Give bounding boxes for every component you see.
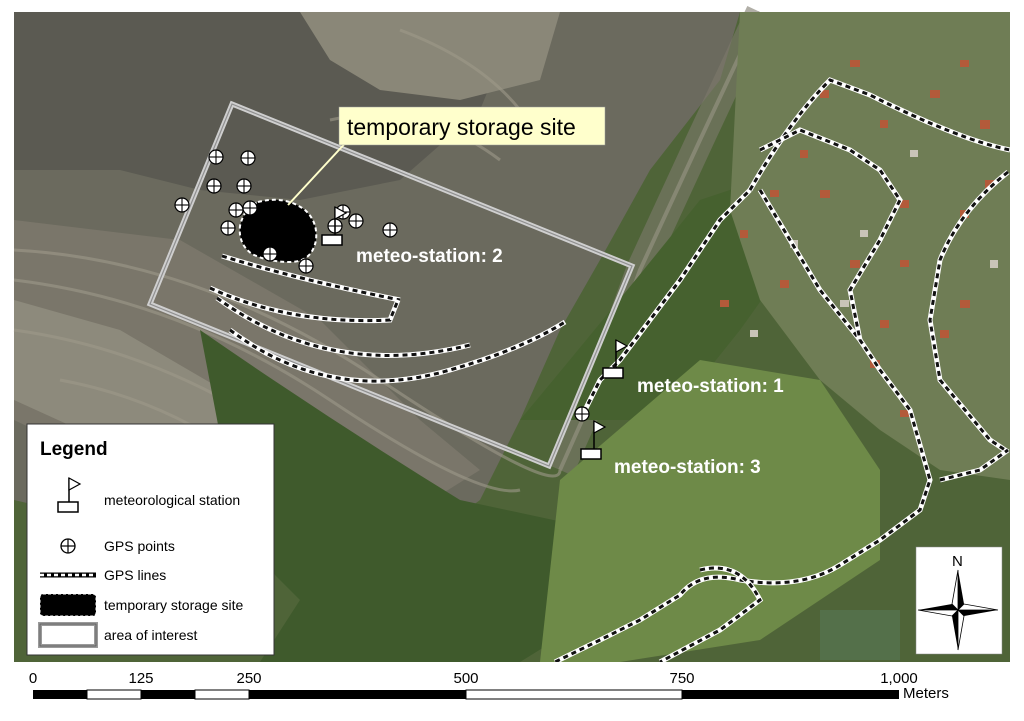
north-arrow: N	[915, 546, 1003, 655]
north-label: N	[952, 553, 963, 570]
scale-tick-label: 750	[669, 670, 694, 687]
temporary-storage-site-polygon	[238, 198, 318, 264]
gps-line-dash	[578, 188, 752, 421]
callout-box	[338, 106, 606, 146]
gps-point-icon	[228, 202, 244, 218]
callout-leader	[287, 137, 351, 206]
compass-rose-icon	[917, 569, 999, 651]
gps-point-icon	[240, 150, 256, 166]
gps-point-icon	[574, 406, 590, 422]
legend-title: Legend	[40, 439, 108, 460]
station-label-1: meteo-station: 1	[637, 376, 784, 397]
scale-seg	[465, 689, 683, 700]
legend-item-label: temporary storage site	[104, 597, 243, 613]
black-polygon-icon	[39, 593, 97, 617]
scale-tick-label: 500	[453, 670, 478, 687]
gps-line-dash	[229, 320, 566, 383]
scale-seg	[33, 690, 87, 699]
gps-line-dash	[209, 286, 400, 323]
station-label-2: meteo-station: 2	[356, 246, 503, 267]
scale-seg	[141, 690, 195, 699]
legend-item-label: meteorological station	[104, 492, 240, 508]
gps-line	[747, 77, 1011, 192]
scale-seg	[682, 690, 899, 699]
scale-tick-label: 125	[128, 670, 153, 687]
gps-point-icon	[220, 220, 236, 236]
scale-seg	[86, 689, 142, 700]
gps-points	[174, 149, 590, 422]
gps-line-dash	[928, 170, 1009, 454]
legend: Legend meteorological station GPS points…	[26, 423, 275, 656]
scale-tick-label: 0	[29, 670, 37, 687]
callout-text: temporary storage site	[347, 114, 576, 140]
gps-point-icon	[206, 178, 222, 194]
double-outline-box-icon	[38, 622, 98, 648]
scale-tick-label: 250	[236, 670, 261, 687]
flag-station-icon	[57, 476, 82, 513]
legend-item-label: area of interest	[104, 627, 197, 643]
gps-point-icon	[236, 178, 252, 194]
gps-line-dash	[939, 448, 1009, 482]
meteo-station-flag-icon	[602, 338, 629, 379]
gps-line-dash	[659, 566, 762, 664]
gps-point-icon	[208, 149, 224, 165]
scale-tick-label: 1,000	[880, 670, 918, 687]
crosshair-circle-icon	[60, 538, 76, 554]
legend-item-label: GPS lines	[104, 567, 166, 583]
station-label-3: meteo-station: 3	[614, 457, 761, 478]
gps-point-icon	[298, 258, 314, 274]
gps-point-icon	[242, 200, 258, 216]
gps-line-dash	[759, 128, 902, 341]
gps-line	[215, 295, 471, 358]
gps-line-dash	[554, 189, 932, 664]
gps-lines	[208, 77, 1011, 665]
gps-point-icon	[262, 246, 278, 262]
gps-point-icon	[382, 222, 398, 238]
meteo-station-flag-icon	[321, 205, 348, 246]
scale-seg	[249, 690, 466, 699]
scale-bar: 0 125 250 500 750 1,000 Meters	[14, 662, 1010, 712]
gps-line-dash	[221, 254, 401, 302]
scale-seg	[194, 689, 250, 700]
gps-point-icon	[174, 197, 190, 213]
scale-unit-label: Meters	[903, 685, 949, 702]
legend-item-label: GPS points	[104, 538, 175, 554]
meteo-station-flag-icon	[580, 419, 607, 460]
gps-point-icon	[348, 213, 364, 229]
stations	[321, 205, 629, 460]
